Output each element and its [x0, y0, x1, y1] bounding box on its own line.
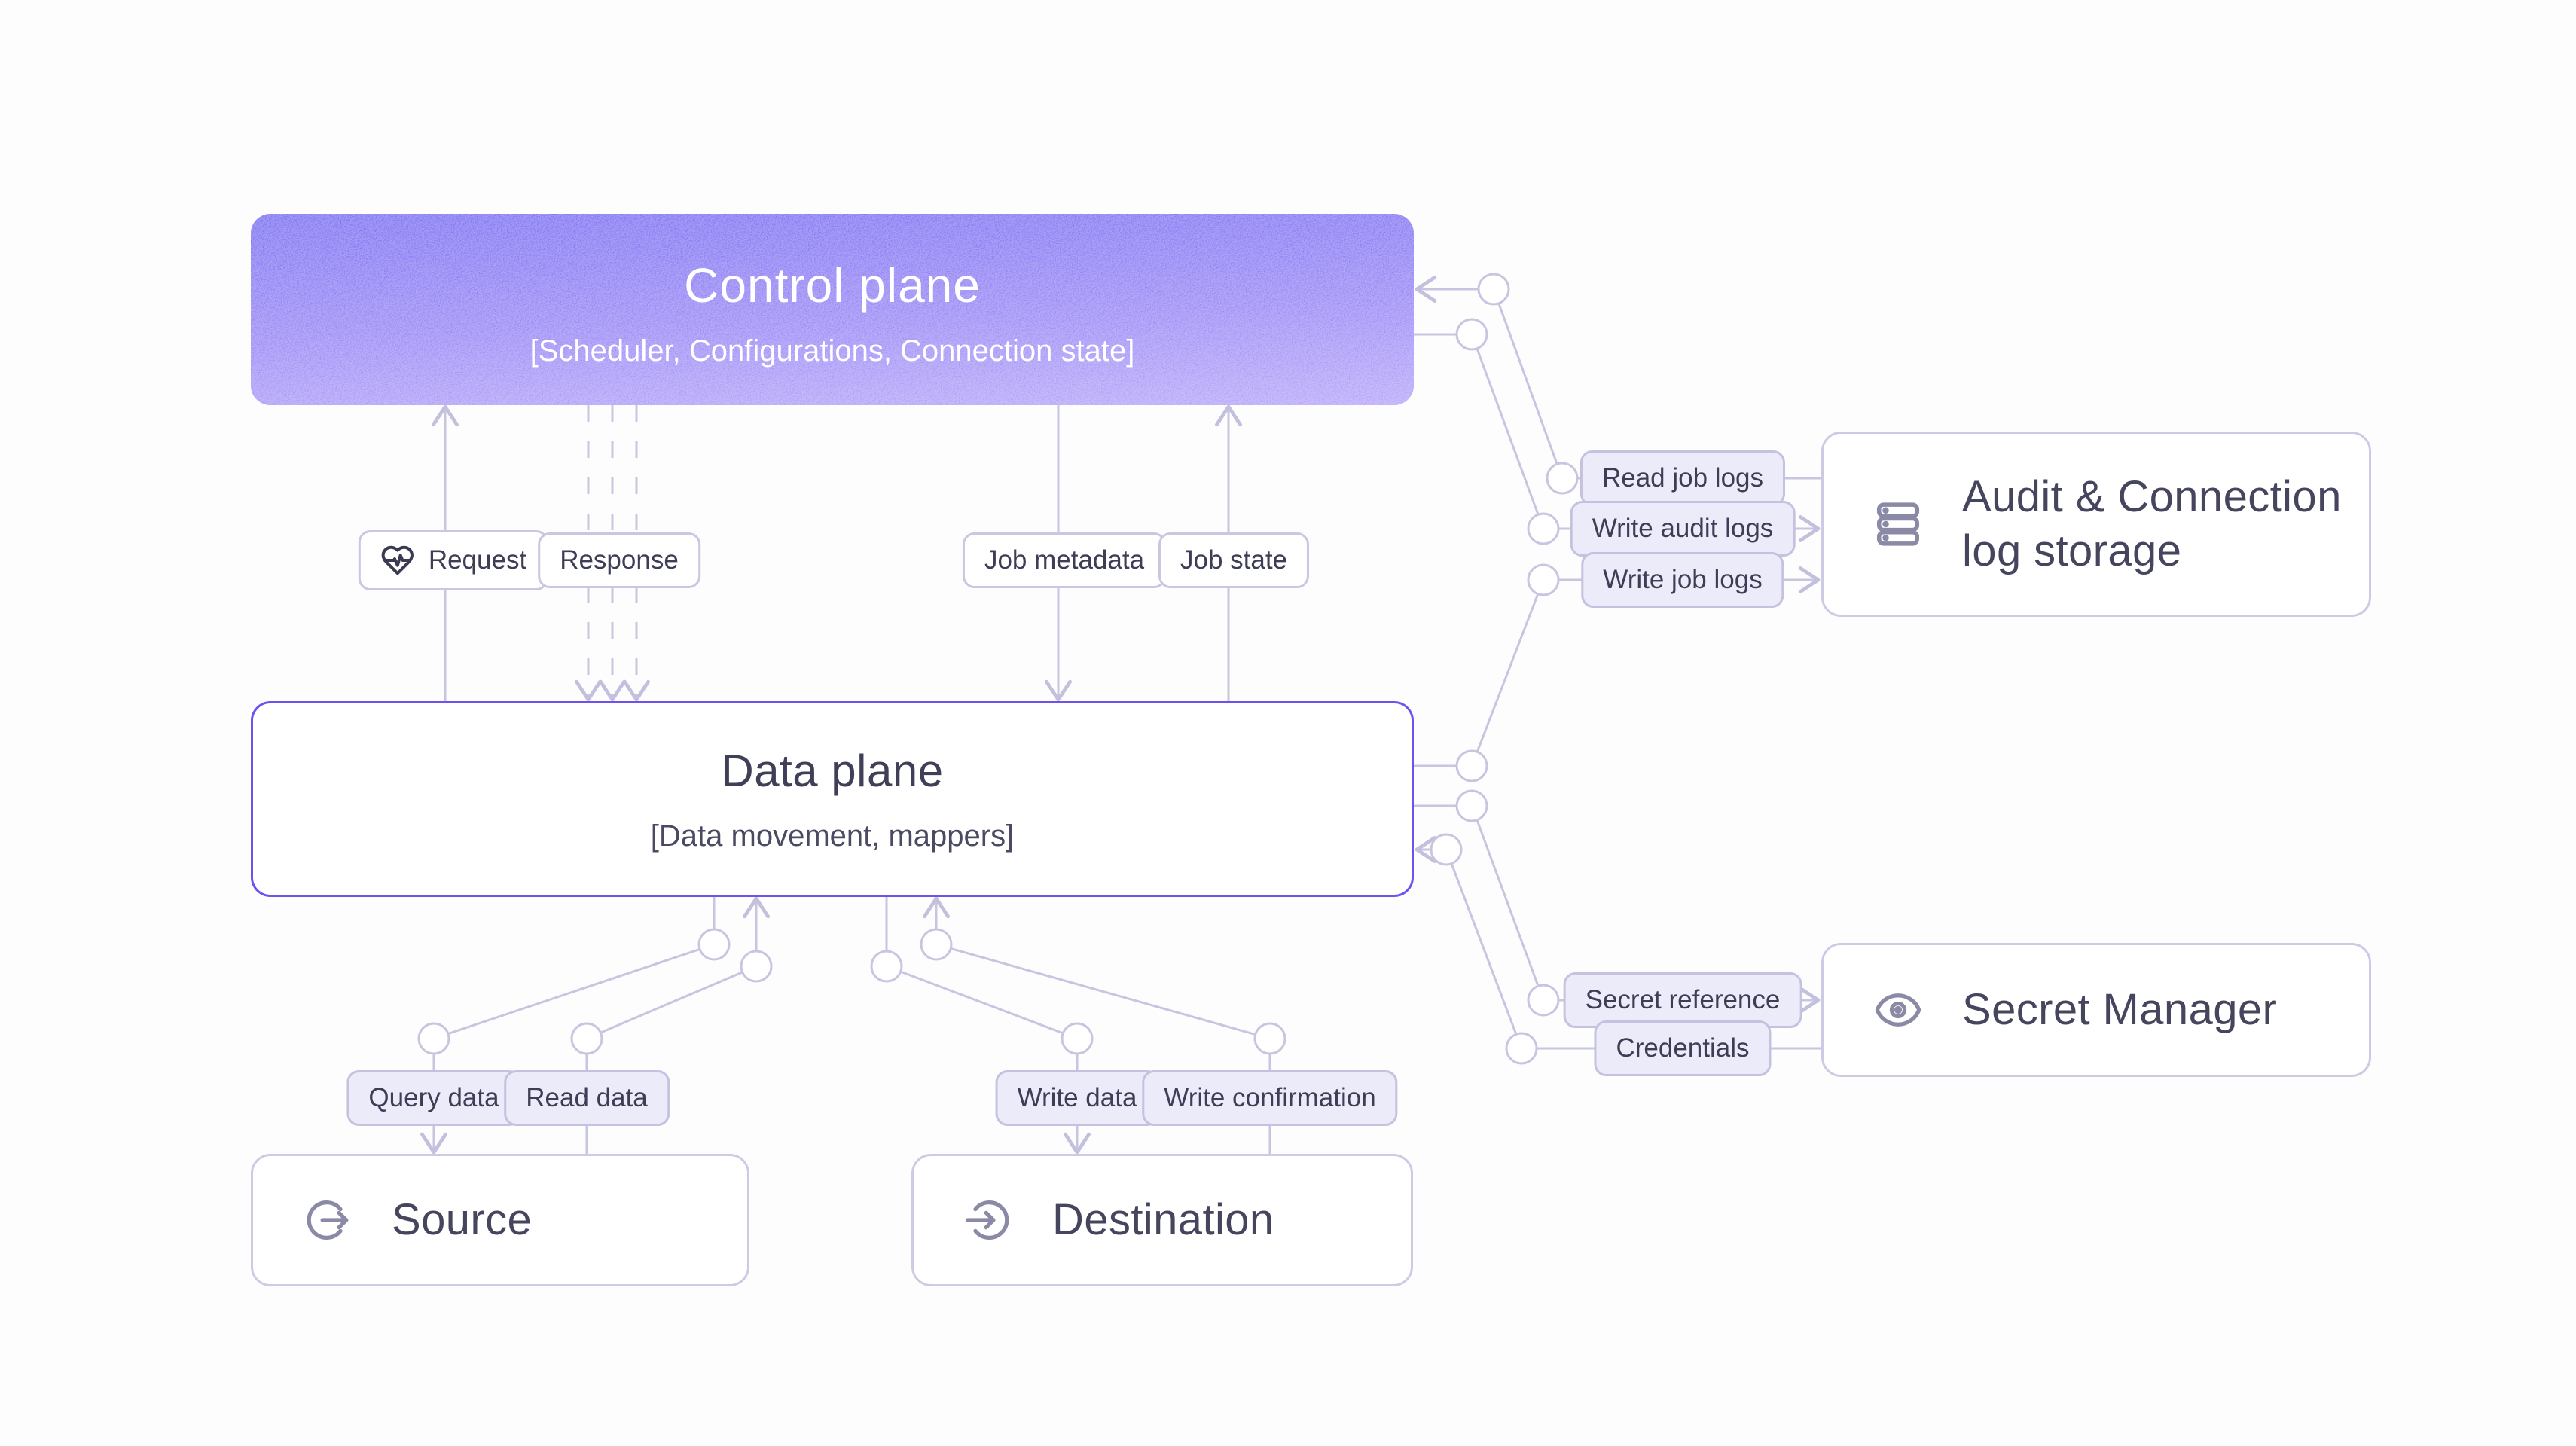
heart-pulse-icon: [380, 543, 415, 578]
edge-label-job-metadata: Job metadata: [962, 532, 1167, 588]
control-plane-box: Control plane [Scheduler, Configurations…: [251, 214, 1414, 405]
secret-manager-box: Secret Manager: [1821, 943, 2371, 1077]
data-plane-title: Data plane: [721, 746, 944, 796]
server-stack-icon: [1873, 499, 1923, 549]
edge-label-text: Credentials: [1616, 1033, 1750, 1063]
edge-label-response: Response: [538, 532, 700, 588]
edge-label-credentials: Credentials: [1594, 1020, 1772, 1076]
edge-label-write-job-logs: Write job logs: [1581, 552, 1784, 608]
edge-label-write-confirmation: Write confirmation: [1142, 1070, 1398, 1126]
edge-label-query-data: Query data: [346, 1070, 521, 1126]
data-plane-subtitle: [Data movement, mappers]: [650, 819, 1015, 853]
edge-label-text: Response: [560, 545, 679, 575]
eye-icon: [1873, 985, 1923, 1035]
edge-label-text: Request: [428, 545, 527, 575]
audit-log-storage-title: Audit & Connection log storage: [1962, 472, 2342, 575]
control-plane-title: Control plane: [684, 258, 981, 313]
arrow-out-circle-icon: [303, 1195, 353, 1245]
edge-label-text: Write job logs: [1603, 565, 1763, 594]
edge-label-read-job-logs: Read job logs: [1579, 450, 1786, 506]
edge-write-job-logs-line: [1414, 566, 1821, 767]
source-title: Source: [392, 1195, 533, 1245]
edge-label-secret-reference: Secret reference: [1563, 972, 1802, 1028]
edge-label-text: Write data: [1017, 1083, 1137, 1112]
edge-label-text: Read job logs: [1601, 463, 1764, 493]
edge-label-job-state: Job state: [1158, 532, 1310, 588]
secret-manager-title: Secret Manager: [1962, 985, 2278, 1035]
edge-label-text: Secret reference: [1585, 985, 1781, 1014]
data-plane-box: Data plane [Data movement, mappers]: [251, 701, 1414, 897]
edge-label-read-data: Read data: [504, 1070, 670, 1126]
edge-label-text: Query data: [368, 1083, 499, 1112]
destination-box: Destination: [911, 1154, 1413, 1286]
arrow-in-circle-icon: [963, 1195, 1013, 1245]
destination-title: Destination: [1052, 1195, 1274, 1245]
edge-label-write-data: Write data: [995, 1070, 1159, 1126]
edge-secret-reference-line: [1414, 804, 1821, 1014]
edge-label-text: Read data: [526, 1083, 648, 1112]
edge-label-request: Request: [358, 530, 549, 590]
edge-label-text: Job state: [1180, 545, 1288, 575]
edge-label-write-audit-logs: Write audit logs: [1570, 501, 1796, 557]
audit-log-storage-box: Audit & Connection log storage: [1821, 432, 2371, 617]
edge-label-text: Write confirmation: [1164, 1083, 1376, 1112]
edge-label-text: Job metadata: [984, 545, 1145, 575]
connector-nodes: [417, 273, 1579, 1065]
edge-label-text: Write audit logs: [1592, 514, 1774, 543]
source-box: Source: [251, 1154, 749, 1286]
control-plane-subtitle: [Scheduler, Configurations, Connection s…: [530, 334, 1135, 368]
